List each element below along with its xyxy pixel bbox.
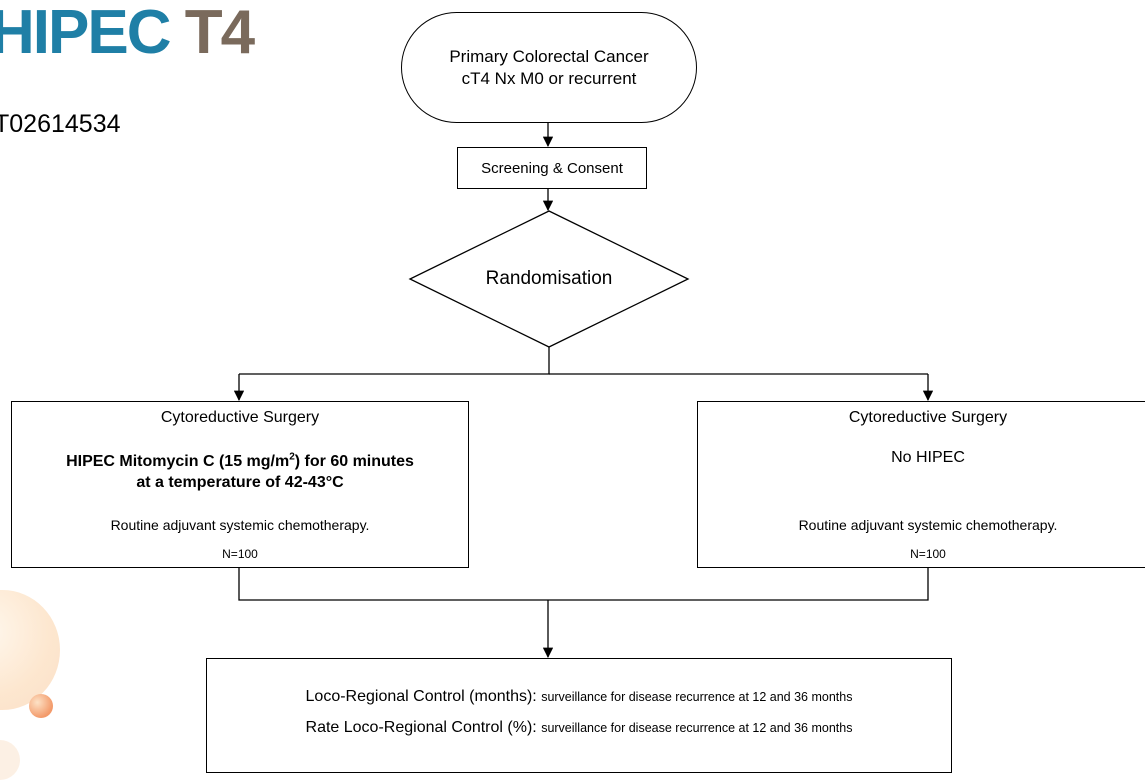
arm-b-note: Routine adjuvant systemic chemotherapy. (798, 517, 1058, 533)
outcome-label: Loco-Regional Control (months): (305, 688, 542, 705)
arm-b-heading: Cytoreductive Surgery (848, 409, 1008, 426)
arm-b-treatment: No HIPEC (891, 449, 965, 466)
outcomes-box: Loco-Regional Control (months): surveill… (206, 658, 952, 773)
connector-arms-merge (238, 568, 929, 601)
title-t4: T4 (184, 0, 255, 67)
outcome-detail: surveillance for disease recurrence at 1… (541, 721, 853, 735)
outcome-item: Loco-Regional Control (months): surveill… (207, 688, 951, 706)
arm-a-n: N=100 (222, 547, 258, 561)
arm-a-treatment-pre: HIPEC Mitomycin C (15 mg/m (66, 453, 290, 471)
decorative-orange-dot (29, 694, 53, 718)
arm-hipec-box: Cytoreductive Surgery HIPEC Mitomycin C … (11, 401, 469, 568)
connector-randomisation-split (239, 346, 550, 375)
arm-b-n: N=100 (910, 547, 946, 561)
page-title: HIPEC T4 (0, 0, 255, 67)
outcome-item: Rate Loco-Regional Control (%): surveill… (207, 719, 951, 737)
randomisation-diamond (408, 210, 690, 348)
start-node-primary-cancer: Primary Colorectal Cancer cT4 Nx M0 or r… (401, 12, 697, 123)
outcome-detail: surveillance for disease recurrence at 1… (541, 690, 853, 704)
flow-connectors (233, 123, 934, 659)
trial-id: T02614534 (0, 110, 121, 138)
screening-consent-box: Screening & Consent (457, 147, 647, 189)
arm-a-treatment-post: ) for 60 minutes (294, 453, 414, 471)
arm-a-heading: Cytoreductive Surgery (160, 409, 320, 426)
title-hipec: HIPEC (0, 0, 185, 67)
outcome-label: Rate Loco-Regional Control (%): (305, 719, 542, 736)
arm-no-hipec-box: Cytoreductive Surgery No HIPEC Routine a… (697, 401, 1145, 568)
arm-a-note: Routine adjuvant systemic chemotherapy. (110, 517, 370, 533)
arm-a-treatment-sup: 2 (289, 452, 295, 463)
arm-a-treatment-line2: at a temperature of 42-43°C (136, 474, 344, 492)
screening-label: Screening & Consent (481, 159, 623, 177)
start-line-1: Primary Colorectal Cancer (449, 46, 649, 66)
randomisation-label: Randomisation (485, 268, 613, 289)
arm-a-treatment: HIPEC Mitomycin C (15 mg/m2) for 60 minu… (12, 447, 468, 493)
start-line-2: cT4 Nx M0 or recurrent (461, 68, 637, 88)
